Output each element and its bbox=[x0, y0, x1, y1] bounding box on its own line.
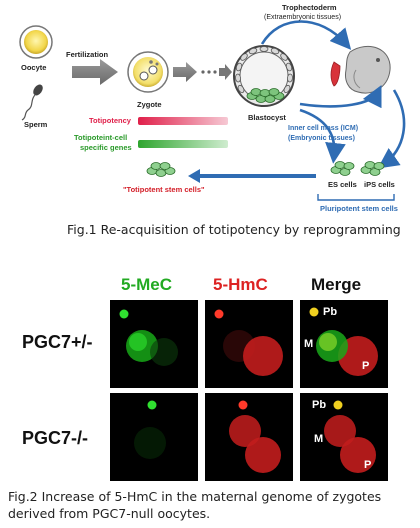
panel-pgc7-null-merge: Pb M P bbox=[300, 393, 388, 481]
blastocyst-label: Blastocyst bbox=[248, 113, 286, 122]
figure-1-diagram bbox=[19, 20, 406, 201]
development-arrow-2 bbox=[219, 64, 232, 80]
totipotency-bar bbox=[138, 117, 228, 125]
fertilization-label: Fertilization bbox=[66, 50, 109, 59]
pb-label-row2: Pb bbox=[312, 399, 327, 411]
trophectoderm-arrow bbox=[260, 20, 352, 50]
pluripotent-bracket bbox=[317, 194, 395, 201]
zygote-illustration bbox=[127, 51, 169, 93]
ips-cells-label: iPS cells bbox=[364, 180, 395, 189]
embryo-illustration bbox=[330, 45, 391, 94]
figure-2-caption-line-1: Fig.2 Increase of 5-HmC in the maternal … bbox=[8, 489, 382, 504]
column-header-5mec: 5-MeC bbox=[121, 275, 173, 294]
p-label-row1: P bbox=[362, 360, 370, 372]
panel-pgc7-null-5hmc bbox=[205, 393, 293, 481]
totipotent-genes-label-2: specific genes bbox=[80, 143, 132, 152]
es-cells-colony bbox=[330, 161, 355, 176]
extraembryonic-label: (Extraembryonic tissues) bbox=[264, 14, 342, 21]
figure-2-caption-line-2: derived from PGC7-null oocytes. bbox=[8, 506, 211, 521]
totipotent-genes-label-1: Totipoteint-cell bbox=[74, 133, 128, 142]
fertilization-arrow bbox=[72, 59, 118, 85]
sperm-label: Sperm bbox=[24, 120, 48, 129]
panel-pgc7-het-merge: Pb M P bbox=[300, 300, 388, 388]
figure-1-caption: Fig.1 Re-acquisition of totipotency by r… bbox=[67, 222, 401, 237]
icm-es-arrow bbox=[299, 108, 346, 164]
pluripotent-label: Pluripotent stem cells bbox=[320, 204, 398, 213]
row-label-pgc7-null: PGC7-/- bbox=[22, 428, 89, 448]
p-label-row2: P bbox=[364, 459, 372, 471]
icm-label: Inner cell mass (ICM) bbox=[288, 125, 359, 132]
ips-cells-colony bbox=[360, 161, 385, 176]
embryo-ips-arrow bbox=[377, 89, 406, 169]
blastocyst-illustration bbox=[233, 45, 295, 107]
es-cells-label: ES cells bbox=[328, 180, 357, 189]
figure-1: Oocyte Sperm Fertilization Zygote Blasto… bbox=[0, 0, 420, 250]
trophectoderm-label: Trophectoderm bbox=[282, 3, 337, 12]
totipotent-genes-bar bbox=[138, 140, 228, 148]
totipotent-stem-cells-colony bbox=[146, 162, 176, 177]
totipotency-label: Totipotency bbox=[89, 116, 131, 125]
row-label-pgc7-het: PGC7+/- bbox=[22, 332, 93, 352]
inner-cell-mass bbox=[246, 88, 285, 103]
panel-pgc7-het-5hmc bbox=[205, 300, 293, 388]
column-header-merge: Merge bbox=[311, 275, 362, 294]
panel-pgc7-null-5mec bbox=[110, 393, 198, 481]
pb-label-row1: Pb bbox=[323, 306, 338, 318]
totipotent-stem-cells-label: "Totipotent stem cells" bbox=[123, 185, 205, 194]
zygote-label: Zygote bbox=[137, 100, 162, 109]
figure-2: 5-MeC 5-HmC Merge PGC7+/- PGC7-/- Pb M P bbox=[0, 250, 420, 528]
sperm-illustration bbox=[21, 84, 43, 121]
m-label-row2: M bbox=[314, 433, 324, 445]
oocyte-label: Oocyte bbox=[21, 63, 47, 72]
panel-pgc7-het-5mec bbox=[110, 300, 198, 388]
column-header-5hmc: 5-HmC bbox=[213, 275, 268, 294]
icm-embryo-arrow bbox=[299, 85, 382, 109]
ellipsis-dots bbox=[201, 70, 217, 74]
development-arrow bbox=[173, 62, 197, 82]
reprogramming-arrow bbox=[188, 169, 316, 183]
oocyte-illustration bbox=[19, 25, 53, 59]
embryonic-label: (Embryonic tissues) bbox=[288, 135, 355, 142]
m-label-row1: M bbox=[304, 338, 314, 350]
